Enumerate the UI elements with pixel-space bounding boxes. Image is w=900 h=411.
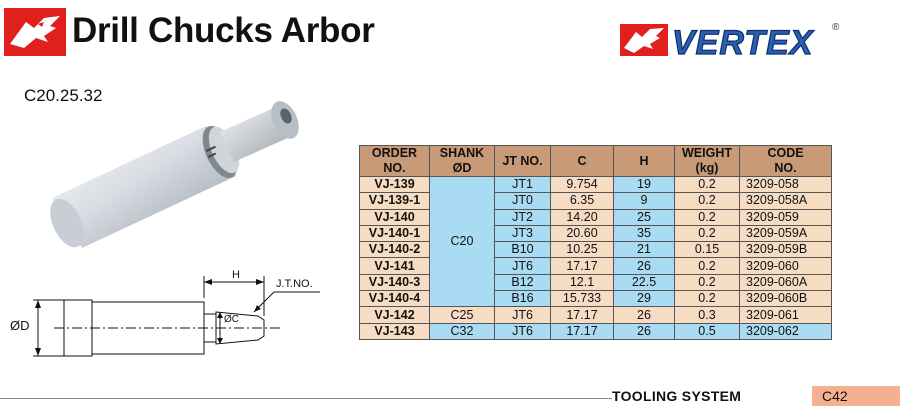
c-value: 15.733 <box>550 290 614 308</box>
weight-value: 0.2 <box>674 175 740 194</box>
code-no: 3209-061 <box>739 306 832 324</box>
jt-no: B10 <box>494 241 551 259</box>
weight-value: 0.2 <box>674 273 740 292</box>
weight-value: 0.2 <box>674 290 740 308</box>
h-value: 9 <box>613 192 675 210</box>
c-value: 10.25 <box>550 241 614 259</box>
code-no: 3209-060 <box>739 257 832 275</box>
table-row: VJ-143 C32 JT6 17.17 26 0.5 3209-062 <box>359 322 832 340</box>
code-no: 3209-059A <box>739 224 832 243</box>
order-no: VJ-140 <box>359 208 430 226</box>
code-no: 3209-059 <box>739 208 832 226</box>
c-value: 14.20 <box>550 208 614 226</box>
h-value: 26 <box>613 322 675 340</box>
order-no: VJ-140-1 <box>359 224 430 243</box>
model-series: C20.25.32 <box>24 86 103 105</box>
order-no: VJ-141 <box>359 257 430 275</box>
jt-no: JT6 <box>494 306 551 324</box>
h-value: 22.5 <box>613 273 675 292</box>
table-row: VJ-142 C25 JT6 17.17 26 0.3 3209-061 <box>359 306 832 324</box>
dimension-c-label: ØC <box>224 314 239 325</box>
vertex-brand-logo: VERTEX ® <box>620 18 890 63</box>
dimension-h-label: H <box>232 269 240 281</box>
c-value: 17.17 <box>550 257 614 275</box>
table-row: VJ-140-3 B12 12.1 22.5 0.2 3209-060A <box>359 273 832 292</box>
c-value: 6.35 <box>550 192 614 210</box>
weight-value: 0.3 <box>674 306 740 324</box>
footer-system-label: TOOLING SYSTEM <box>612 388 742 404</box>
arbor-photo <box>30 80 320 280</box>
weight-value: 0.2 <box>674 208 740 226</box>
jt-no: JT3 <box>494 224 551 243</box>
dimension-d-label: ØD <box>10 318 30 333</box>
table-row: VJ-139 C20 JT1 9.754 19 0.2 3209-058 <box>359 175 832 308</box>
shank-value: C20 <box>429 175 495 308</box>
code-no: 3209-058 <box>739 175 832 194</box>
code-no: 3209-059B <box>739 241 832 259</box>
weight-value: 0.2 <box>674 192 740 210</box>
code-no: 3209-062 <box>739 322 832 340</box>
code-no: 3209-060A <box>739 273 832 292</box>
c-value: 12.1 <box>550 273 614 292</box>
c-value: 9.754 <box>550 175 614 194</box>
header-h: H <box>613 145 675 177</box>
order-no: VJ-140-3 <box>359 273 430 292</box>
eagle-logo-icon <box>4 8 66 56</box>
footer-divider <box>0 398 612 399</box>
arbor-technical-drawing: H J.T.NO. ØC ØD <box>10 268 330 378</box>
page-title: Drill Chucks Arbor <box>72 11 375 50</box>
dimension-jt-label: J.T.NO. <box>276 278 313 290</box>
h-value: 29 <box>613 290 675 308</box>
order-no: VJ-140-4 <box>359 290 430 308</box>
registered-mark: ® <box>832 22 840 33</box>
h-value: 26 <box>613 306 675 324</box>
c-value: 17.17 <box>550 322 614 340</box>
jt-no: B12 <box>494 273 551 292</box>
header-c: C <box>550 145 614 177</box>
order-no: VJ-142 <box>359 306 430 324</box>
order-no: VJ-140-2 <box>359 241 430 259</box>
h-value: 26 <box>613 257 675 275</box>
table-row: VJ-139-1 JT0 6.35 9 0.2 3209-058A <box>359 192 832 210</box>
page-number-badge: C42 <box>812 386 900 406</box>
weight-value: 0.15 <box>674 241 740 259</box>
jt-no: B16 <box>494 290 551 308</box>
shank-value: C25 <box>429 306 495 324</box>
table-row: VJ-140-1 JT3 20.60 35 0.2 3209-059A <box>359 224 832 243</box>
weight-value: 0.2 <box>674 224 740 243</box>
jt-no: JT6 <box>494 322 551 340</box>
c-value: 17.17 <box>550 306 614 324</box>
h-value: 35 <box>613 224 675 243</box>
order-no: VJ-143 <box>359 322 430 340</box>
code-no: 3209-060B <box>739 290 832 308</box>
jt-no: JT0 <box>494 192 551 210</box>
order-no: VJ-139 <box>359 175 430 194</box>
weight-value: 0.5 <box>674 322 740 340</box>
jt-no: JT1 <box>494 175 551 194</box>
header-jt-no: JT NO. <box>494 145 551 177</box>
order-no: VJ-139-1 <box>359 192 430 210</box>
brand-name: VERTEX <box>672 24 815 60</box>
h-value: 25 <box>613 208 675 226</box>
shank-value: C32 <box>429 322 495 340</box>
h-value: 19 <box>613 175 675 194</box>
table-row: VJ-140 JT2 14.20 25 0.2 3209-059 <box>359 208 832 226</box>
table-row: VJ-141 JT6 17.17 26 0.2 3209-060 <box>359 257 832 275</box>
code-no: 3209-058A <box>739 192 832 210</box>
header-weight: WEIGHT(kg) <box>674 145 740 177</box>
jt-no: JT6 <box>494 257 551 275</box>
c-value: 20.60 <box>550 224 614 243</box>
jt-no: JT2 <box>494 208 551 226</box>
weight-value: 0.2 <box>674 257 740 275</box>
h-value: 21 <box>613 241 675 259</box>
